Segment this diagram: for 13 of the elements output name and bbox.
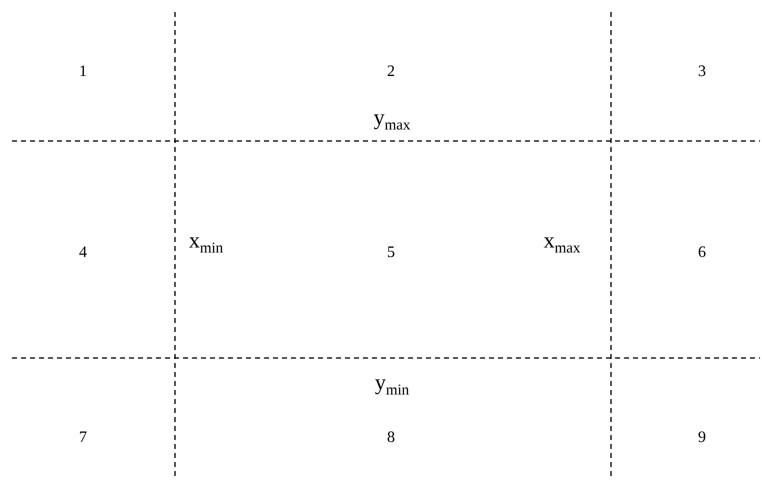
region-number: 3 xyxy=(698,64,706,80)
boundary-label: x$_{max}$ xyxy=(544,229,580,257)
region-number: 1 xyxy=(79,64,87,80)
region-number: 5 xyxy=(387,245,395,261)
boundary-label: x$_{min}$ xyxy=(188,229,224,257)
boundary-label: y$_{max}$ xyxy=(374,106,410,134)
region-number: 9 xyxy=(698,430,706,446)
region-number: 2 xyxy=(387,64,395,80)
region-number: 6 xyxy=(698,245,706,261)
region-number: 8 xyxy=(387,430,395,446)
boundary-label: y$_{min}$ xyxy=(374,371,410,399)
region-number: 4 xyxy=(79,245,87,261)
region-number: 7 xyxy=(79,430,87,446)
